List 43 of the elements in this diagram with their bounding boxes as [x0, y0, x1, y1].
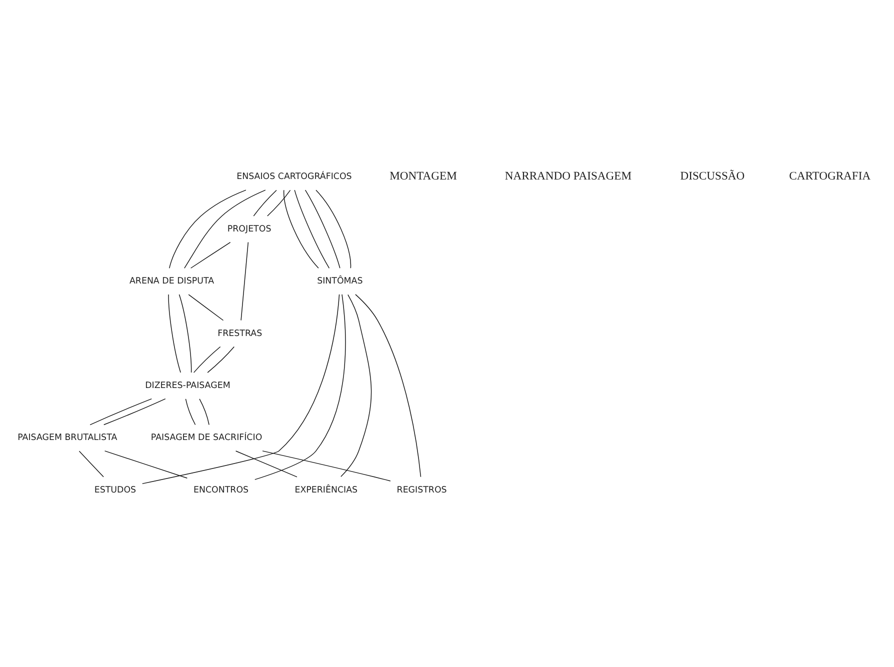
- connector: [294, 190, 330, 268]
- connector: [240, 242, 249, 321]
- connector: [190, 242, 231, 268]
- connector: [184, 190, 266, 269]
- connector: [254, 294, 346, 480]
- connector: [340, 294, 372, 478]
- connector: [199, 398, 210, 426]
- connector: [169, 190, 246, 269]
- node-text: ENSAIOS CARTOGRÁFICOS: [236, 172, 352, 182]
- connector: [193, 346, 221, 373]
- connector: [207, 346, 234, 373]
- node-text: PROJETOS: [227, 224, 272, 234]
- connector: [188, 294, 224, 321]
- connector: [168, 294, 181, 373]
- connector: [142, 294, 340, 484]
- connector: [104, 450, 188, 478]
- node-text: EXPERIÊNCIAS: [294, 485, 358, 496]
- label: CARTOGRAFIA: [789, 170, 871, 183]
- node-text: ENCONTROS: [194, 485, 249, 496]
- label: NARRANDO PAISAGEM: [504, 170, 632, 183]
- connector: [262, 450, 391, 482]
- node-text: SINTÔMAS: [317, 276, 363, 287]
- connector: [78, 450, 104, 478]
- node-text: ARENA DE DISPUTA: [129, 276, 214, 287]
- connector: [90, 398, 152, 426]
- label: DISCUSSÃO: [680, 170, 745, 183]
- connector: [316, 190, 352, 268]
- node-text: ESTUDOS: [94, 485, 136, 496]
- connector: [253, 190, 277, 216]
- label: MONTAGEM: [390, 170, 457, 183]
- node-text: PAISAGEM DE SACRIFÍCIO: [150, 433, 262, 444]
- node-text: PAISAGEM BRUTALISTA: [18, 433, 118, 444]
- connector: [235, 450, 298, 478]
- connector: [355, 294, 422, 478]
- connector: [185, 398, 196, 426]
- node-text: FRESTRAS: [218, 328, 262, 339]
- connector: [304, 190, 340, 268]
- connector: [103, 398, 166, 426]
- node-text: DIZERES-PAISAGEM: [145, 380, 230, 391]
- connector: [178, 294, 192, 373]
- connector: [267, 190, 291, 216]
- node-text: REGISTROS: [396, 485, 447, 496]
- connector: [284, 190, 319, 268]
